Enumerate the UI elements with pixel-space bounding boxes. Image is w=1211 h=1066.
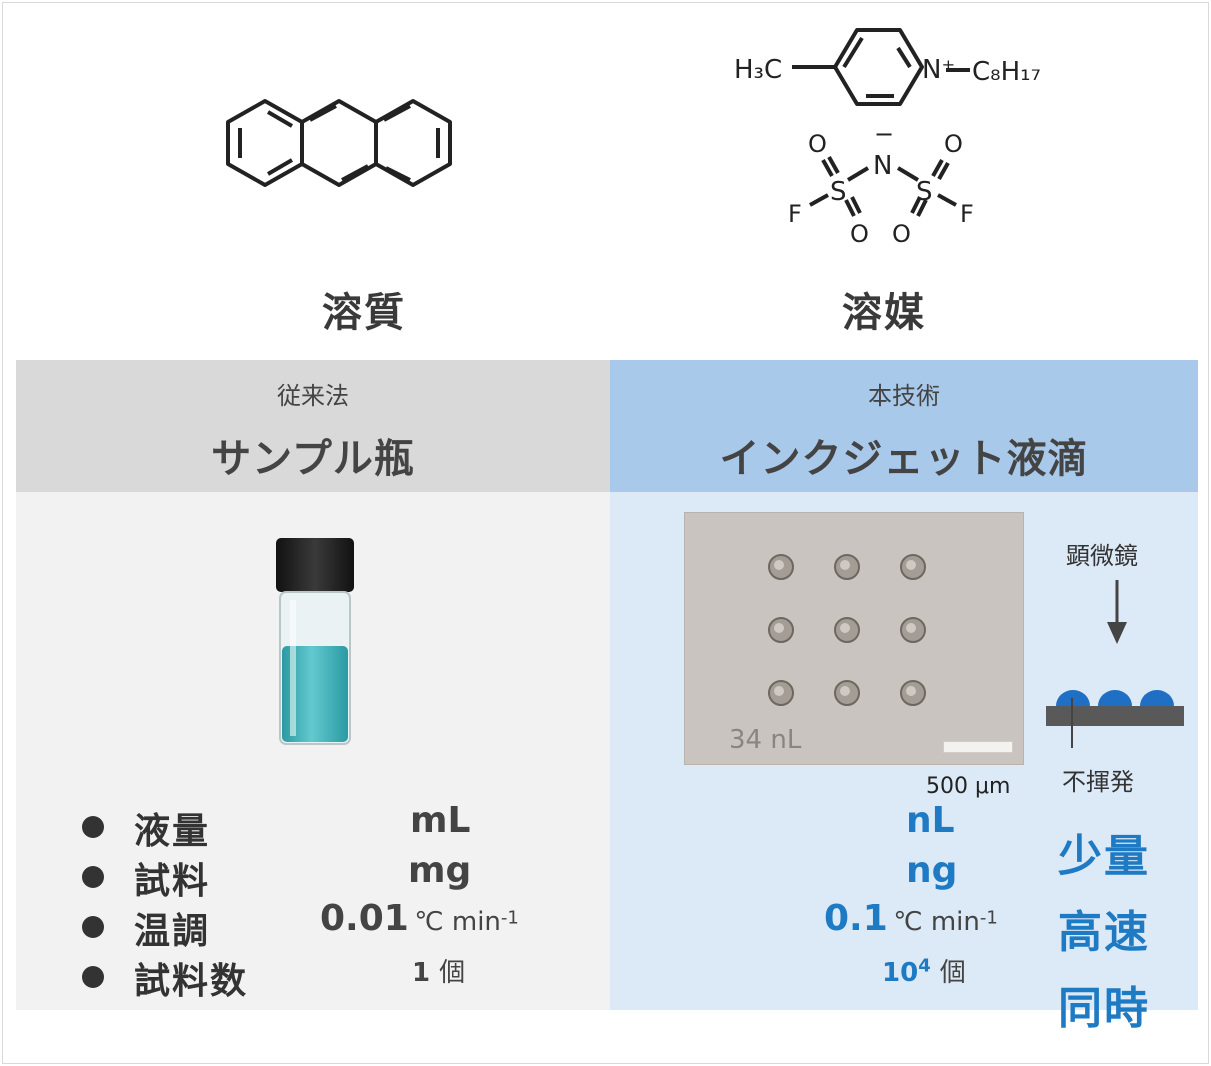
droplet-highlight <box>906 686 916 696</box>
bullet-icon <box>82 916 104 938</box>
advantage-small-volume: 少量 <box>1058 831 1150 882</box>
oxygen-bottom-right: O <box>892 220 911 248</box>
oxygen-top-left: O <box>808 130 827 158</box>
scale-bar-label: 500 μm <box>926 774 1011 799</box>
solute-label: 溶質 <box>322 290 406 336</box>
fluorine-right: F <box>960 200 974 228</box>
inkjet-rate-number: 0.1 <box>824 898 888 939</box>
conventional-count-number: 1 <box>412 958 431 988</box>
scale-bar <box>943 741 1013 753</box>
solvent-label: 溶媒 <box>842 290 926 336</box>
row-label-volume: 液量 <box>134 811 211 852</box>
pyridinium-nitrogen-label: N⁺ <box>922 55 955 85</box>
anthracene-structure <box>226 99 452 187</box>
conventional-rate-exponent: -1 <box>500 907 519 929</box>
droplet-highlight <box>840 560 850 570</box>
conventional-volume-value: mL <box>410 800 471 841</box>
row-label-temperature: 温調 <box>134 911 211 952</box>
microscope-label: 顕微鏡 <box>1066 542 1138 570</box>
conventional-rate-number: 0.01 <box>320 898 409 939</box>
ionic-liquid-structure: H₃C N⁺ C₈H₁₇ − N S S O O O O F F <box>734 28 1041 248</box>
droplet-highlight <box>774 560 784 570</box>
sample-vial-image <box>276 538 354 745</box>
inkjet-subtitle: 本技術 <box>868 382 940 410</box>
conventional-rate-unit: ℃ min <box>414 907 501 937</box>
bullet-icon <box>82 816 104 838</box>
row-label-sample: 試料 <box>134 861 211 902</box>
inkjet-volume-value: nL <box>906 800 955 841</box>
conventional-header: 従来法 サンプル瓶 <box>16 360 610 492</box>
inkjet-panel: 本技術 インクジェット液滴 34 nL 500 μm 顕微鏡 不揮発 nL ng… <box>610 360 1198 1034</box>
droplet-volume-label: 34 nL <box>729 725 802 755</box>
inkjet-rate-exponent: -1 <box>979 907 998 929</box>
conventional-title: サンプル瓶 <box>211 436 415 482</box>
bullet-icon <box>82 866 104 888</box>
bullet-icon <box>82 966 104 988</box>
nonvolatile-label: 不揮発 <box>1062 768 1134 796</box>
inkjet-count-unit: 個 <box>939 958 966 988</box>
fluorine-left: F <box>788 200 802 228</box>
sulfur-left: S <box>830 177 847 207</box>
row-label-sample-count: 試料数 <box>134 961 249 1002</box>
oxygen-bottom-left: O <box>850 220 869 248</box>
advantage-simultaneous: 同時 <box>1058 983 1150 1034</box>
octyl-chain-label: C₈H₁₇ <box>972 57 1041 87</box>
advantage-high-speed: 高速 <box>1058 907 1150 958</box>
inkjet-sample-value: ng <box>906 850 958 891</box>
inkjet-rate-unit: ℃ min <box>893 907 980 937</box>
conventional-sample-count: 1 個 <box>412 952 465 989</box>
conventional-panel: 従来法 サンプル瓶 液量 mL 試料 mg 温調 0.01 ℃ min-1 試料… <box>16 360 610 1010</box>
anion-nitrogen: N <box>873 151 892 181</box>
inkjet-title: インクジェット液滴 <box>719 436 1089 482</box>
conventional-count-unit: 個 <box>439 958 466 988</box>
inkjet-sample-count: 104 個 <box>882 952 966 989</box>
droplet-highlight <box>906 560 916 570</box>
droplet-highlight <box>906 623 916 633</box>
oxygen-top-right: O <box>944 130 963 158</box>
droplet-highlight <box>774 623 784 633</box>
conventional-temperature-rate: 0.01 ℃ min-1 <box>320 898 519 939</box>
inkjet-header: 本技術 インクジェット液滴 <box>610 360 1198 492</box>
inkjet-count-number: 10 <box>882 958 919 988</box>
droplet-highlight <box>774 686 784 696</box>
droplet-highlight <box>840 686 850 696</box>
inkjet-count-exponent: 4 <box>918 955 931 977</box>
anion-charge: − <box>874 120 894 148</box>
droplet-highlight <box>840 623 850 633</box>
nonvolatile-droplet-diagram <box>1046 580 1184 748</box>
droplet-grid <box>768 554 926 706</box>
conventional-sample-value: mg <box>408 850 472 891</box>
sulfur-right: S <box>916 177 933 207</box>
inkjet-temperature-rate: 0.1 ℃ min-1 <box>824 898 998 939</box>
conventional-subtitle: 従来法 <box>277 382 349 410</box>
methyl-label: H₃C <box>734 55 782 85</box>
microscope-image: 34 nL <box>684 512 1024 765</box>
